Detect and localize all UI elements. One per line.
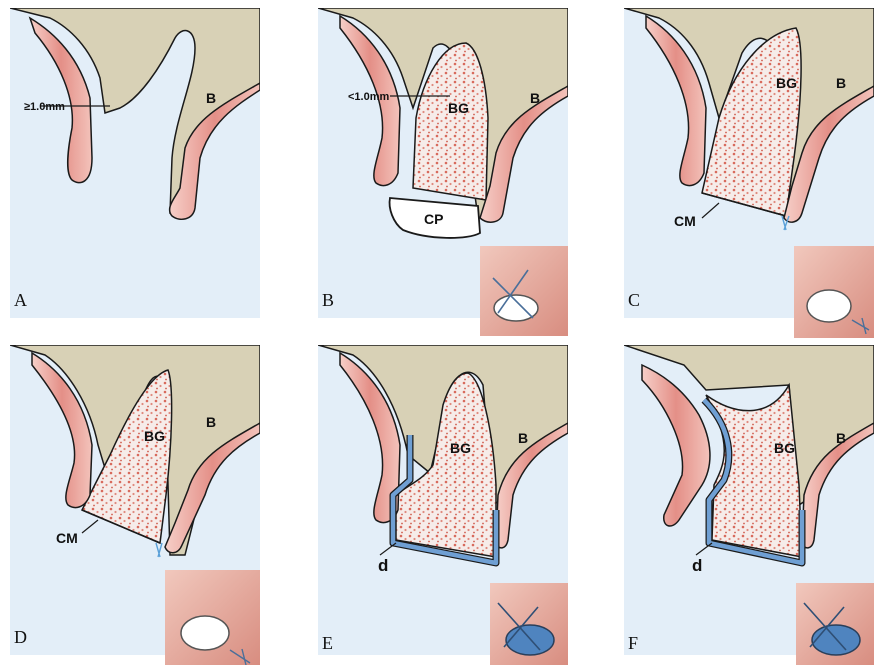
- device-label: d: [692, 556, 702, 575]
- thickness-label: ≥1.0mm: [24, 101, 65, 113]
- panel-d: BG B CM D: [10, 345, 260, 655]
- panel-c-diagram: BG B CM C: [624, 8, 874, 338]
- graft-label: BG: [448, 100, 469, 116]
- panel-e-diagram: BG B d E: [318, 345, 568, 665]
- panel-d-diagram: BG B CM D: [10, 345, 260, 665]
- bone-label: B: [836, 75, 846, 91]
- panel-f: BG B d F: [624, 345, 874, 655]
- inset-background: [480, 246, 568, 336]
- panel-a: ≥1.0mm B A: [10, 8, 260, 318]
- panel-c: BG B CM C: [624, 8, 874, 318]
- panel-f-diagram: BG B d F: [624, 345, 874, 665]
- bone-label: B: [518, 430, 528, 446]
- bone-graft: [706, 385, 802, 557]
- inset-cap: [807, 290, 851, 322]
- bone-label: B: [836, 430, 846, 446]
- graft-label: BG: [450, 440, 471, 456]
- panel-b-diagram: <1.0mm BG B CP B: [318, 8, 568, 338]
- panel-letter: A: [14, 290, 27, 310]
- graft-label: BG: [776, 75, 797, 91]
- inset-photo-blue: [796, 583, 874, 665]
- bone-label: B: [206, 414, 216, 430]
- graft-label: BG: [144, 428, 165, 444]
- thickness-label: <1.0mm: [348, 91, 389, 103]
- membrane-label: CM: [674, 213, 696, 229]
- graft-label: BG: [774, 440, 795, 456]
- panel-letter: E: [322, 633, 333, 653]
- panel-letter: F: [628, 633, 638, 653]
- device-label: d: [378, 556, 388, 575]
- panel-letter: B: [322, 290, 334, 310]
- inset-photo: [165, 570, 260, 665]
- inset-photo: [794, 246, 874, 338]
- panel-letter: C: [628, 290, 640, 310]
- bone-label: B: [530, 90, 540, 106]
- inset-suture: [480, 246, 568, 336]
- membrane-label: CM: [56, 530, 78, 546]
- bone-label: B: [206, 90, 216, 106]
- inset-photo-blue: [490, 583, 568, 665]
- panel-a-diagram: ≥1.0mm B A: [10, 8, 260, 318]
- panel-b: <1.0mm BG B CP B: [318, 8, 568, 318]
- inset-cap: [181, 616, 229, 650]
- panel-letter: D: [14, 627, 27, 647]
- panel-e: BG B d E: [318, 345, 568, 655]
- cap-label: CP: [424, 211, 443, 227]
